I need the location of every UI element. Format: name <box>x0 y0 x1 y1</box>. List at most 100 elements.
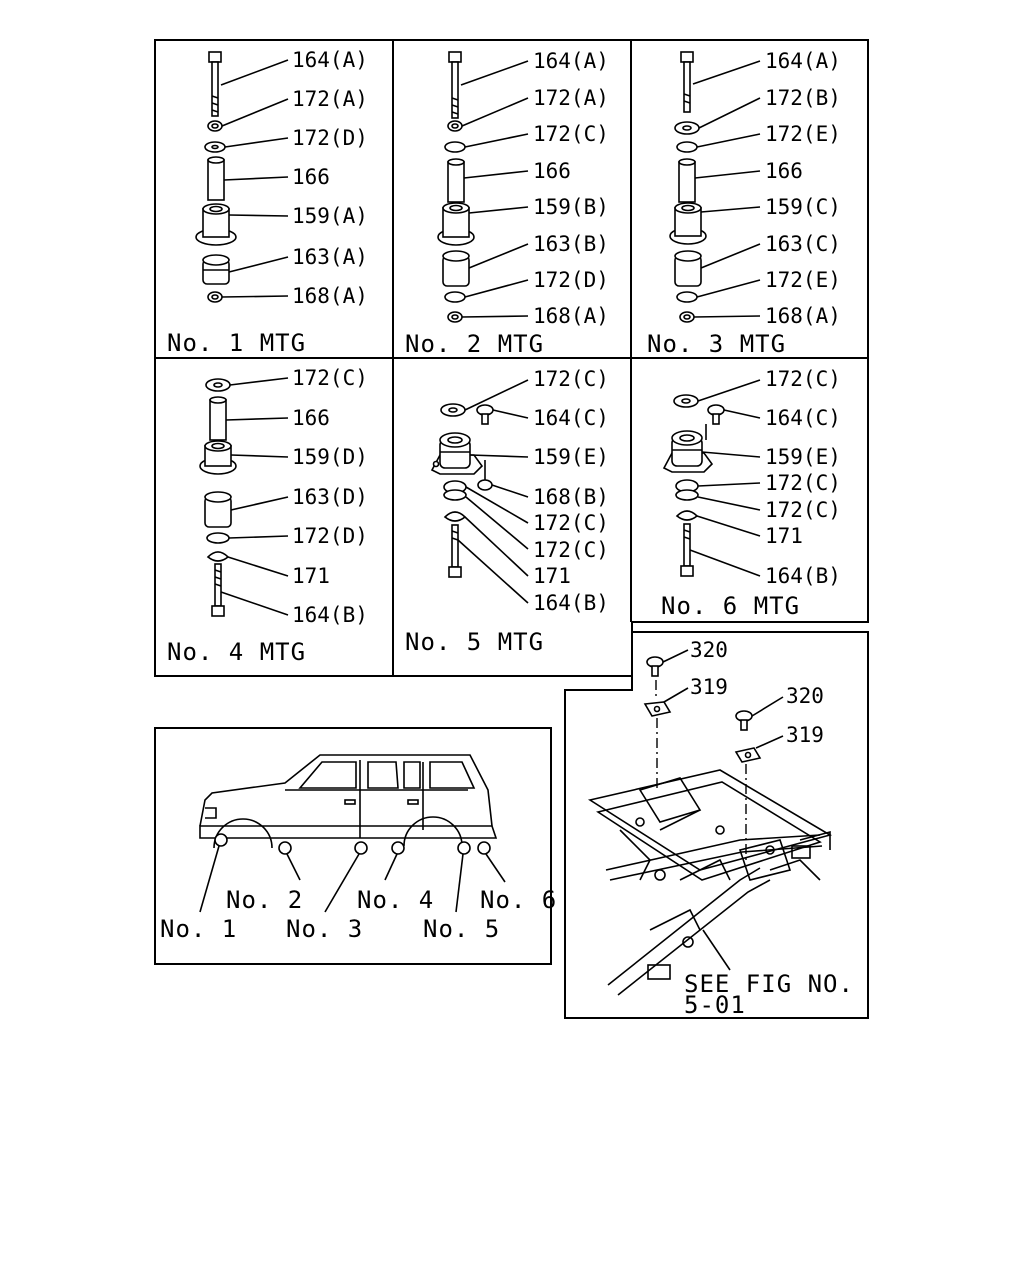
nut-icon <box>207 120 223 132</box>
washer-icon <box>676 291 698 303</box>
callout-label: 163(B) <box>533 232 609 256</box>
screw-icon <box>707 404 725 425</box>
panel-mtg1: 164(A) 172(A) 172(D) 166 159(A) 163(A) 1… <box>167 48 368 357</box>
callout-label: 320 <box>786 684 824 708</box>
clip-icon <box>443 511 467 522</box>
nut-icon <box>207 291 223 303</box>
callout-label: 319 <box>690 675 728 699</box>
bolt-icon <box>448 51 462 119</box>
mount-point-4 <box>391 841 405 855</box>
collar-icon <box>678 158 696 203</box>
callout-label: 164(C) <box>533 406 609 430</box>
bolt-icon <box>735 710 753 731</box>
bracket-icon <box>734 747 762 763</box>
bushing-lower-icon <box>674 250 702 287</box>
callout-label: 320 <box>690 638 728 662</box>
frame-panel: 320 319 320 319 SEE FIG NO. 5-01 <box>564 631 869 1019</box>
panel-title: No. 5 MTG <box>405 628 544 656</box>
screw-icon <box>476 404 494 425</box>
panel-title: No. 4 MTG <box>167 638 306 666</box>
callout-label: 172(C) <box>533 122 609 146</box>
vehicle-position-panel: No. 1 No. 2 No. 3 No. 4 No. 5 No. 6 <box>154 727 557 965</box>
washer-icon <box>205 378 231 392</box>
panel-mtg4: 172(C) 166 159(D) 163(D) 172(D) 171 164(… <box>167 366 368 666</box>
callout-label: 163(C) <box>765 232 841 256</box>
callout-label: 164(A) <box>292 48 368 72</box>
washer-icon <box>444 141 466 153</box>
callout-label: 171 <box>765 524 803 548</box>
bushing-lower-icon <box>204 491 232 528</box>
clip-icon <box>675 510 699 521</box>
callout-label: 171 <box>533 564 571 588</box>
mount-point-markers <box>214 833 491 855</box>
callout-label: 166 <box>765 159 803 183</box>
washer-icon <box>674 121 700 135</box>
collar-icon <box>207 156 225 201</box>
callout-label: 319 <box>786 723 824 747</box>
callout-label: 164(A) <box>533 49 609 73</box>
callout-label: 159(E) <box>765 445 841 469</box>
callout-label: 164(C) <box>765 406 841 430</box>
callout-label: 172(B) <box>765 86 841 110</box>
callout-label: 168(A) <box>533 304 609 328</box>
callout-label: 166 <box>292 165 330 189</box>
panel-mtg6: 172(C) 164(C) 159(E) 172(C) 172(C) 171 1… <box>661 367 841 620</box>
callout-label: 164(B) <box>533 591 609 615</box>
position-label: No. 2 <box>226 886 303 914</box>
washer-icon <box>440 403 466 417</box>
callout-label: 164(B) <box>292 603 368 627</box>
nut-icon <box>447 311 463 323</box>
mount-bushing-icon <box>662 424 714 473</box>
washer-icon <box>673 394 699 408</box>
panel-mtg2: 164(A) 172(A) 172(C) 166 159(B) 163(B) 1… <box>405 49 609 358</box>
callout-label: 159(A) <box>292 204 368 228</box>
callout-label: 159(C) <box>765 195 841 219</box>
collar-icon <box>447 158 465 203</box>
position-label: No. 6 <box>480 886 557 914</box>
panel-mtg5: 172(C) 164(C) 159(E) 168(B) 172(C) 172(C… <box>405 367 609 656</box>
callout-label: 159(B) <box>533 195 609 219</box>
callout-label: 168(B) <box>533 485 609 509</box>
washer-icon <box>204 141 226 153</box>
mount-point-1 <box>214 833 228 847</box>
callout-label: 172(A) <box>533 86 609 110</box>
bushing-lower-icon <box>202 254 230 285</box>
nut-icon <box>679 311 695 323</box>
callout-label: 172(D) <box>292 524 368 548</box>
mount-point-3 <box>354 841 368 855</box>
callout-label: 172(C) <box>533 367 609 391</box>
reference-label: SEE FIG NO. <box>684 970 854 998</box>
reference-label: 5-01 <box>684 991 746 1019</box>
bolt-icon <box>448 524 462 578</box>
callout-label: 166 <box>292 406 330 430</box>
washer-icon <box>444 291 466 303</box>
callout-label: 159(D) <box>292 445 368 469</box>
position-label: No. 5 <box>423 915 500 943</box>
callout-label: 172(C) <box>765 367 841 391</box>
mount-bushing-icon <box>430 432 484 475</box>
callout-label: 164(B) <box>765 564 841 588</box>
panel-title: No. 6 MTG <box>661 592 800 620</box>
bushing-upper-icon <box>437 202 475 246</box>
bolt-icon <box>646 656 664 677</box>
washer-icon <box>206 532 230 544</box>
washer-icon <box>675 489 699 501</box>
callout-label: 163(D) <box>292 485 368 509</box>
callout-label: 159(E) <box>533 445 609 469</box>
mounting-grid <box>154 39 869 677</box>
callout-label: 163(A) <box>292 245 368 269</box>
callout-label: 172(D) <box>533 268 609 292</box>
chassis-frame-icon <box>587 769 833 996</box>
bushing-upper-icon <box>199 440 237 475</box>
bolt-icon <box>208 51 222 117</box>
position-label: No. 3 <box>286 915 363 943</box>
callout-label: 172(C) <box>533 511 609 535</box>
collar-icon <box>209 396 227 441</box>
panel-mtg3: 164(A) 172(B) 172(E) 166 159(C) 163(C) 1… <box>647 49 841 358</box>
nut-icon <box>447 120 463 132</box>
bolt-icon <box>211 563 225 617</box>
callout-label: 172(C) <box>765 471 841 495</box>
callout-label: 168(A) <box>765 304 841 328</box>
callout-label: 172(C) <box>292 366 368 390</box>
mount-point-5 <box>457 841 471 855</box>
